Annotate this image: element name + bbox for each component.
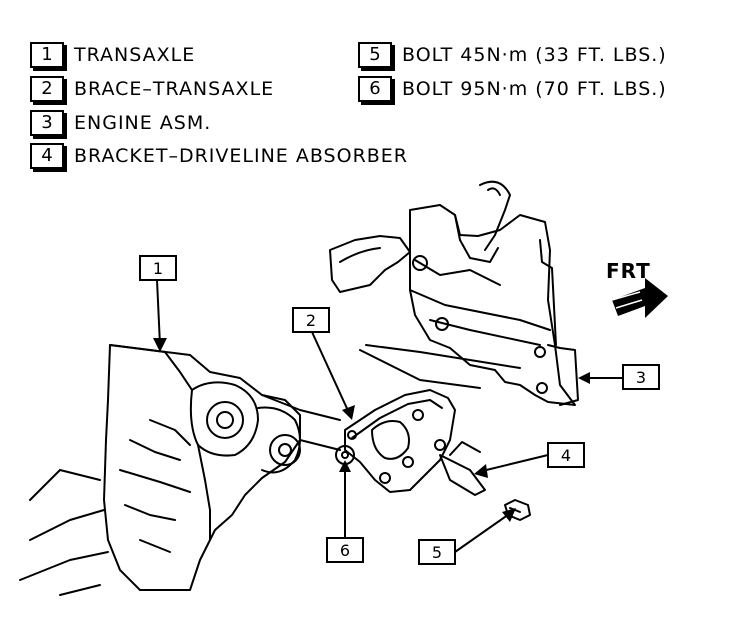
legend-item-6: 6 BOLT 95N·m (70 FT. LBS.) <box>358 76 667 102</box>
leader-line-4 <box>477 454 549 473</box>
legend-label: BRACKET–DRIVELINE ABSORBER <box>74 145 409 167</box>
arrowhead-5 <box>502 508 516 522</box>
legend-number: 6 <box>358 76 392 102</box>
legend-number: 3 <box>30 110 64 136</box>
arrowhead-4 <box>474 464 488 478</box>
transaxle <box>19 344 341 596</box>
legend-number: 4 <box>30 143 64 169</box>
legend-label: TRANSAXLE <box>74 44 196 66</box>
callout-1: 1 <box>139 255 177 281</box>
arrowhead-1 <box>153 338 167 352</box>
engine-assembly <box>329 180 579 406</box>
direction-label: FRT <box>606 259 651 283</box>
front-direction-arrow-icon <box>611 278 668 318</box>
legend-number: 1 <box>30 42 64 68</box>
legend-item-1: 1 TRANSAXLE <box>30 42 195 68</box>
callout-2: 2 <box>292 307 330 333</box>
leader-line-5 <box>454 511 513 553</box>
leader-line-1 <box>156 279 161 346</box>
callout-label: 6 <box>340 541 350 560</box>
arrowhead-3 <box>578 372 590 384</box>
legend-label: BOLT 95N·m (70 FT. LBS.) <box>402 78 667 100</box>
driveline-absorber-bracket <box>439 441 486 496</box>
legend-label: BOLT 45N·m (33 FT. LBS.) <box>402 44 667 66</box>
legend-label: ENGINE ASM. <box>74 112 212 134</box>
callout-6: 6 <box>326 537 364 563</box>
legend-item-3: 3 ENGINE ASM. <box>30 110 211 136</box>
brace-transaxle <box>344 389 456 493</box>
legend-item-2: 2 BRACE–TRANSAXLE <box>30 76 274 102</box>
callout-label: 4 <box>561 446 571 465</box>
arrowhead-6 <box>339 460 351 472</box>
callout-label: 5 <box>432 543 442 562</box>
callout-4: 4 <box>547 442 585 468</box>
callout-label: 2 <box>306 311 316 330</box>
legend-item-4: 4 BRACKET–DRIVELINE ABSORBER <box>30 143 408 169</box>
callout-label: 1 <box>153 259 163 278</box>
arrowhead-2 <box>342 405 355 420</box>
legend-number: 2 <box>30 76 64 102</box>
leader-line-2 <box>311 331 351 416</box>
legend-number: 5 <box>358 42 392 68</box>
legend-label: BRACE–TRANSAXLE <box>74 78 275 100</box>
callout-label: 3 <box>636 368 646 387</box>
callout-5: 5 <box>418 539 456 565</box>
legend-item-5: 5 BOLT 45N·m (33 FT. LBS.) <box>358 42 667 68</box>
callout-3: 3 <box>622 364 660 390</box>
